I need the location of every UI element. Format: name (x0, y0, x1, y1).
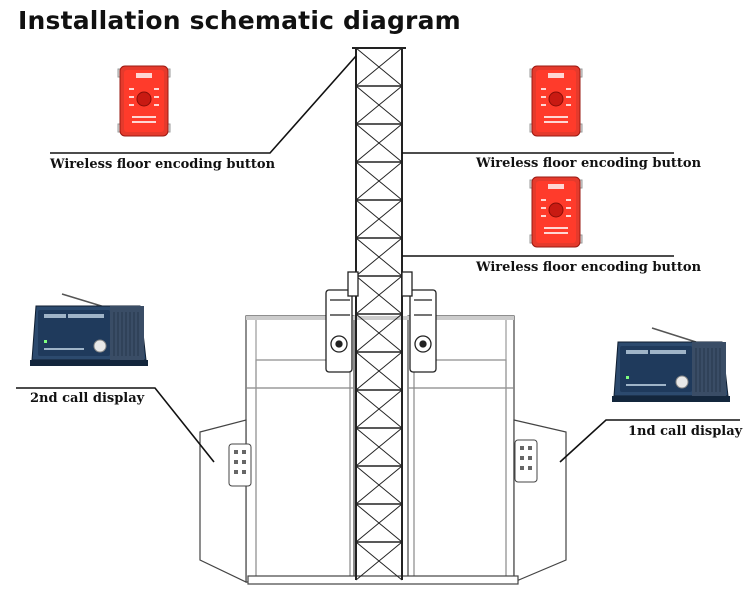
leader-line-button-1 (50, 55, 357, 154)
leader-line-call-1 (559, 419, 740, 463)
label-call-display-1: 1nd call display (628, 424, 743, 439)
label-wireless-button-3: Wireless floor encoding button (476, 260, 702, 275)
base-frame (247, 575, 519, 585)
label-call-display-2: 2nd call display (30, 391, 145, 406)
page-title: Installation schematic diagram (18, 6, 461, 35)
wireless-button-icon (529, 65, 583, 137)
leader-lines (16, 55, 740, 463)
drive-unit-right (401, 271, 437, 373)
cage-door-right (513, 419, 567, 583)
call-display-icon (612, 327, 730, 402)
wireless-button-icon (529, 176, 583, 248)
cage-door-left (199, 419, 252, 583)
cage-roof (246, 316, 514, 320)
wireless-button-icon (117, 65, 171, 137)
leader-line-call-2 (16, 387, 215, 463)
call-display-icon (30, 293, 148, 366)
label-wireless-button-2: Wireless floor encoding button (476, 156, 702, 171)
tower-mast-icon (352, 47, 406, 581)
drive-unit-left (325, 271, 359, 373)
label-wireless-button-1: Wireless floor encoding button (50, 157, 276, 172)
